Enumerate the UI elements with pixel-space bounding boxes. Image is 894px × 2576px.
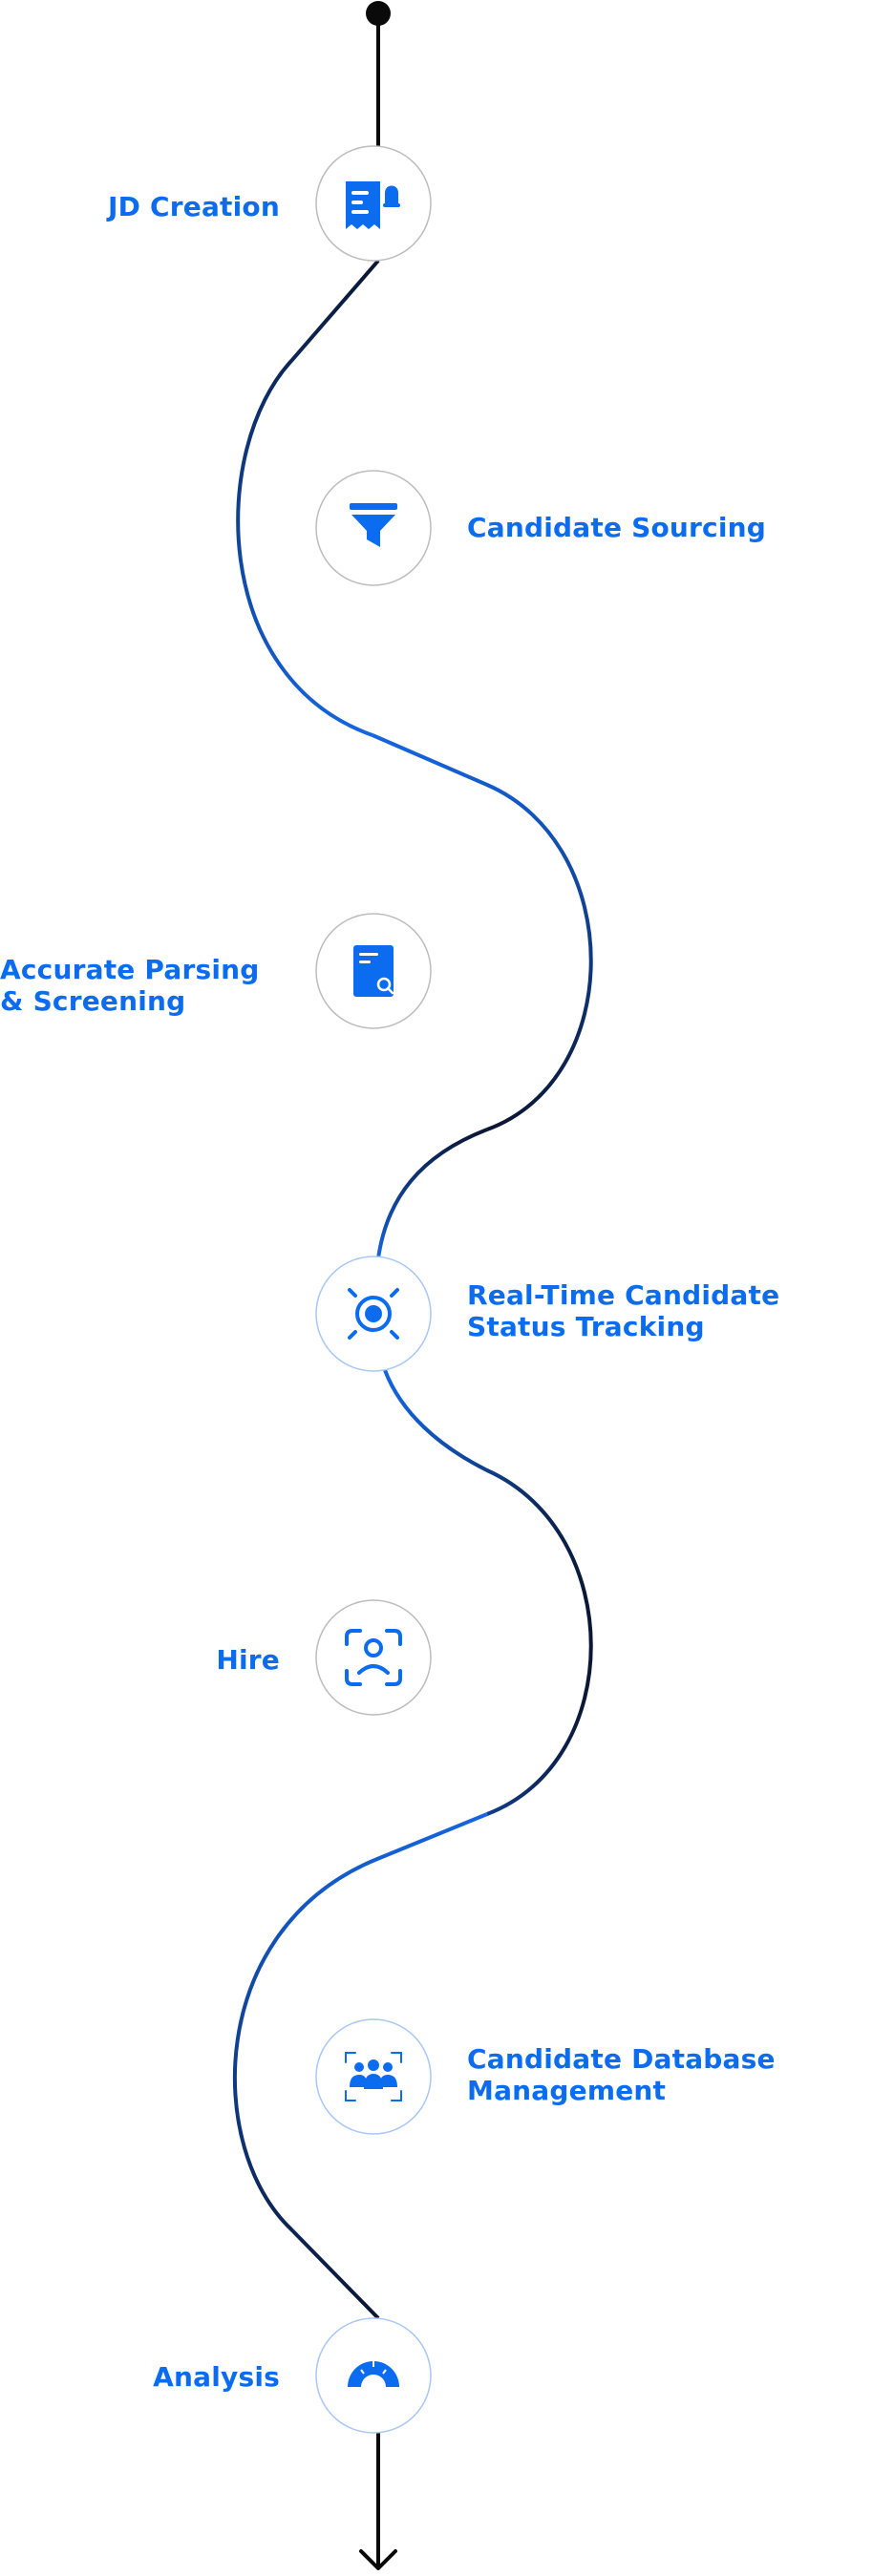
step-label-candidate-sourcing: Candidate Sourcing	[467, 512, 766, 543]
flow-path-segment	[232, 1812, 488, 2320]
step-node-analysis	[315, 2317, 432, 2434]
step-node-jd-creation	[315, 145, 432, 262]
step-label-status-tracking: Real-Time Candidate Status Tracking	[467, 1279, 780, 1342]
flow-path-segment	[376, 1128, 488, 1259]
team-focus-icon	[345, 2052, 402, 2101]
flow-path-segment	[383, 1369, 593, 1816]
target-tracking-icon	[348, 1288, 399, 1340]
step-label-database-management: Candidate Database Management	[467, 2043, 776, 2106]
step-label-hire: Hire	[216, 1644, 280, 1676]
step-label-analysis: Analysis	[153, 2361, 280, 2393]
flow-end-arrow-icon	[359, 2549, 397, 2570]
step-node-database-management	[315, 2018, 432, 2135]
flow-path-segment	[372, 733, 593, 1131]
gauge-icon	[348, 2361, 399, 2387]
step-node-status-tracking	[315, 1256, 432, 1372]
document-search-icon	[353, 945, 394, 997]
user-focus-icon	[345, 1629, 402, 1686]
step-label-jd-creation: JD Creation	[107, 191, 280, 222]
document-bell-icon	[346, 181, 400, 229]
flow-path-segment	[236, 259, 380, 737]
step-node-candidate-sourcing	[315, 470, 432, 586]
funnel-icon	[350, 503, 397, 547]
step-node-parsing-screening	[315, 913, 432, 1029]
step-node-hire	[315, 1599, 432, 1716]
step-label-parsing-screening: Accurate Parsing & Screening	[0, 954, 260, 1017]
